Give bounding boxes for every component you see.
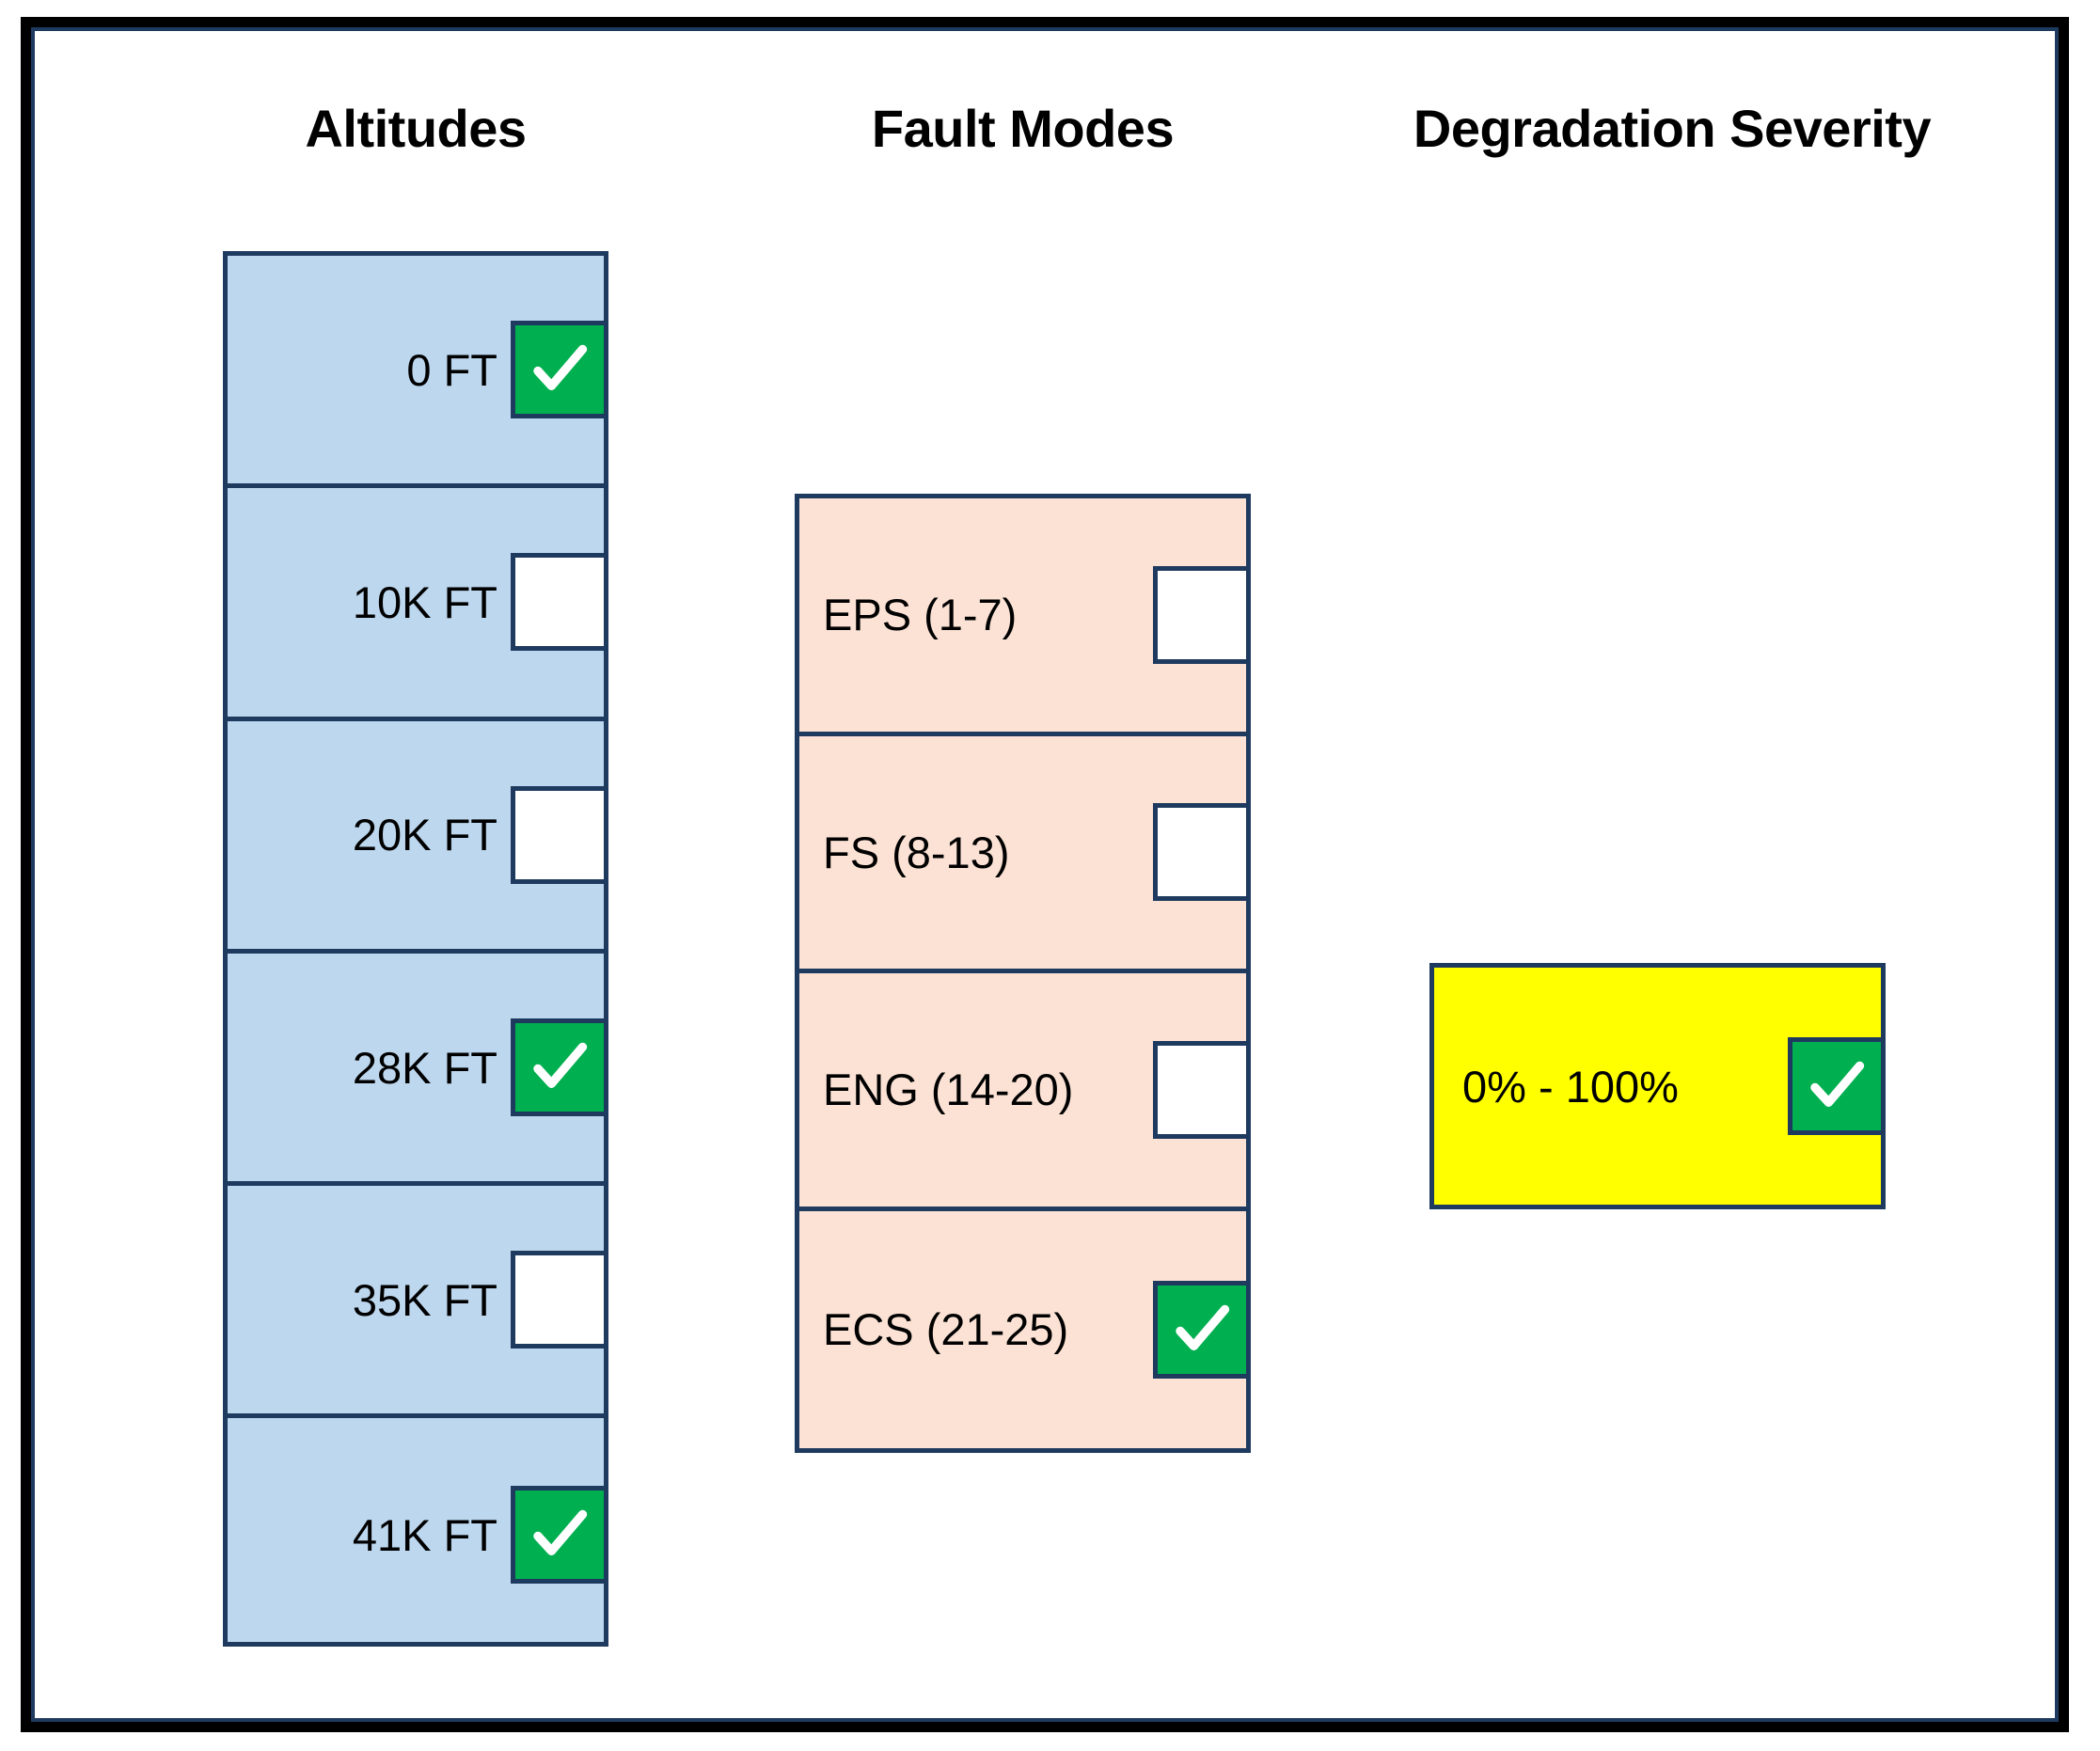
altitude-option-row[interactable]: 41K FT (228, 1418, 608, 1650)
altitude-option-checkbox[interactable] (511, 1018, 608, 1117)
degradation-severity-option-label: 0% - 100% (1462, 1061, 1679, 1112)
altitude-option-checkbox[interactable] (511, 321, 608, 419)
fault-mode-option-checkbox[interactable] (1153, 1280, 1251, 1379)
column-heading-fault-modes: Fault Modes (871, 99, 1175, 158)
altitude-option-checkbox[interactable] (511, 1251, 608, 1349)
fault-mode-option-row[interactable]: ENG (14-20) (799, 973, 1251, 1211)
altitude-option-label: 35K FT (352, 1274, 497, 1325)
altitude-option-row[interactable]: 0 FT (228, 256, 608, 489)
fault-mode-option-label: EPS (1-7) (823, 590, 1018, 640)
altitude-option-checkbox[interactable] (511, 553, 608, 652)
check-icon (1176, 1304, 1230, 1350)
altitude-option-row[interactable]: 20K FT (228, 721, 608, 954)
altitude-option-checkbox[interactable] (511, 1486, 608, 1585)
altitude-option-label: 41K FT (352, 1509, 497, 1560)
fault-mode-option-checkbox[interactable] (1153, 1040, 1251, 1139)
fault-mode-option-label: ENG (14-20) (823, 1065, 1074, 1115)
altitude-option-label: 20K FT (352, 810, 497, 860)
fault-mode-option-checkbox[interactable] (1153, 803, 1251, 902)
fault-mode-option-label: ECS (21-25) (823, 1304, 1069, 1355)
degradation-severity-option-checkbox[interactable] (1788, 1037, 1886, 1135)
degradation-severity-option-group: 0% - 100% (1429, 963, 1886, 1209)
altitudes-option-group: 0 FT 10K FT 20K FT 28K FT 35K FT 41K FT (223, 251, 608, 1647)
fault-mode-option-checkbox[interactable] (1153, 565, 1251, 664)
fault-mode-option-label: FS (8-13) (823, 827, 1010, 877)
altitude-option-checkbox[interactable] (511, 785, 608, 884)
altitude-option-label: 10K FT (352, 576, 497, 627)
column-heading-altitudes: Altitudes (305, 99, 527, 158)
check-icon (533, 344, 588, 391)
fault-mode-option-row[interactable]: ECS (21-25) (799, 1211, 1251, 1449)
check-icon (1810, 1061, 1865, 1107)
degradation-severity-option-row[interactable]: 0% - 100% (1434, 968, 1886, 1205)
fault-mode-option-row[interactable]: FS (8-13) (799, 736, 1251, 973)
altitude-option-row[interactable]: 10K FT (228, 488, 608, 721)
altitude-option-label: 28K FT (352, 1042, 497, 1093)
fault-mode-option-row[interactable]: EPS (1-7) (799, 498, 1251, 736)
check-icon (533, 1509, 588, 1556)
altitude-option-label: 0 FT (406, 344, 497, 395)
check-icon (533, 1042, 588, 1088)
altitude-option-row[interactable]: 28K FT (228, 954, 608, 1187)
altitude-option-row[interactable]: 35K FT (228, 1186, 608, 1419)
fault-modes-option-group: EPS (1-7) FS (8-13) ENG (14-20) ECS (21-25) (795, 494, 1251, 1453)
column-heading-degradation-severity: Degradation Severity (1413, 99, 1932, 158)
